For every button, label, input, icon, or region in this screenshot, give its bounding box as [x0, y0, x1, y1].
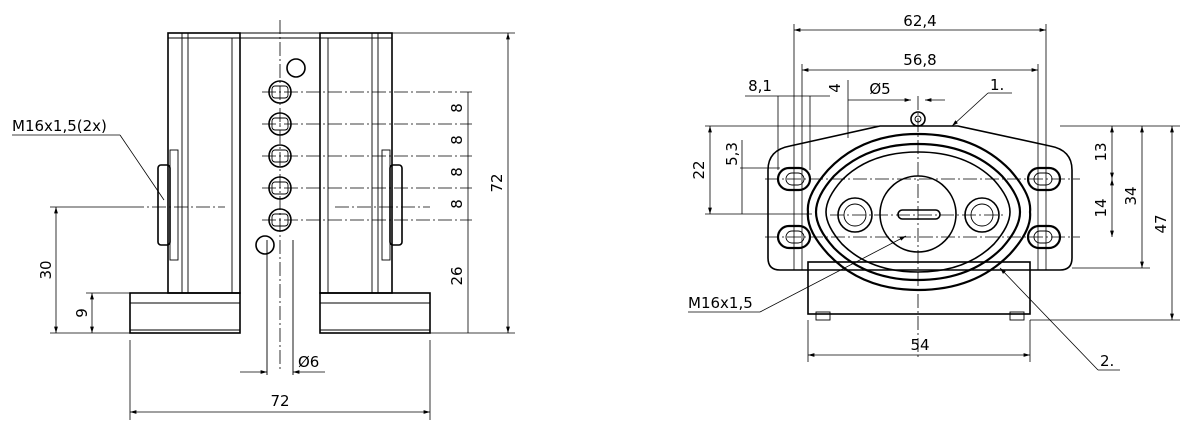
body-right-column: [319, 32, 393, 294]
small-hole-top: [286, 58, 306, 78]
width-label-left: 72: [270, 392, 289, 410]
dim-34: 34: [1122, 186, 1140, 205]
base-plate-left: [129, 292, 241, 334]
hole-dia-label: Ø6: [298, 353, 319, 371]
flange-plate: [767, 125, 1073, 271]
height-label: 72: [488, 173, 506, 192]
pitch-label-1: 8: [448, 103, 466, 113]
thread-label-right: M16x1,5: [688, 294, 753, 312]
dim-13: 13: [1092, 142, 1110, 161]
callout-1: 1.: [990, 76, 1004, 94]
dim-dia5: Ø5: [869, 80, 890, 98]
dim-5-3: 5,3: [723, 142, 741, 166]
thread-label-left: M16x1,5(2x): [12, 117, 107, 135]
dim-47: 47: [1152, 214, 1170, 233]
dim-22: 22: [690, 160, 708, 179]
dim-62-4: 62,4: [903, 12, 936, 30]
axis-height-label: 30: [37, 260, 55, 279]
dim-54: 54: [910, 336, 929, 354]
dim-56-8: 56,8: [903, 51, 936, 69]
base-height-label: 9: [73, 308, 91, 318]
body-left-column: [167, 32, 241, 294]
left-view: 8 8 8 8 26 72 30 9 M16x1,5(2x) Ø6 72: [12, 20, 515, 420]
callout-2: 2.: [1100, 352, 1114, 370]
small-hole-bottom: [255, 235, 275, 255]
pitch-label-2: 8: [448, 135, 466, 145]
dim-8-1: 8,1: [748, 77, 772, 95]
dim-14: 14: [1092, 198, 1110, 217]
dim-4: 4: [826, 83, 844, 93]
pitch-label-4: 8: [448, 199, 466, 209]
pitch-label-3: 8: [448, 167, 466, 177]
gasket-outer: [806, 132, 1032, 292]
bottom-offset-label: 26: [448, 266, 466, 285]
base-plate-right: [319, 292, 431, 334]
right-view: 62,4 56,8 8,1 4 Ø5 1. 22 5,3 13: [688, 12, 1180, 371]
center-slot: [897, 209, 941, 220]
lower-body: [807, 261, 1031, 315]
